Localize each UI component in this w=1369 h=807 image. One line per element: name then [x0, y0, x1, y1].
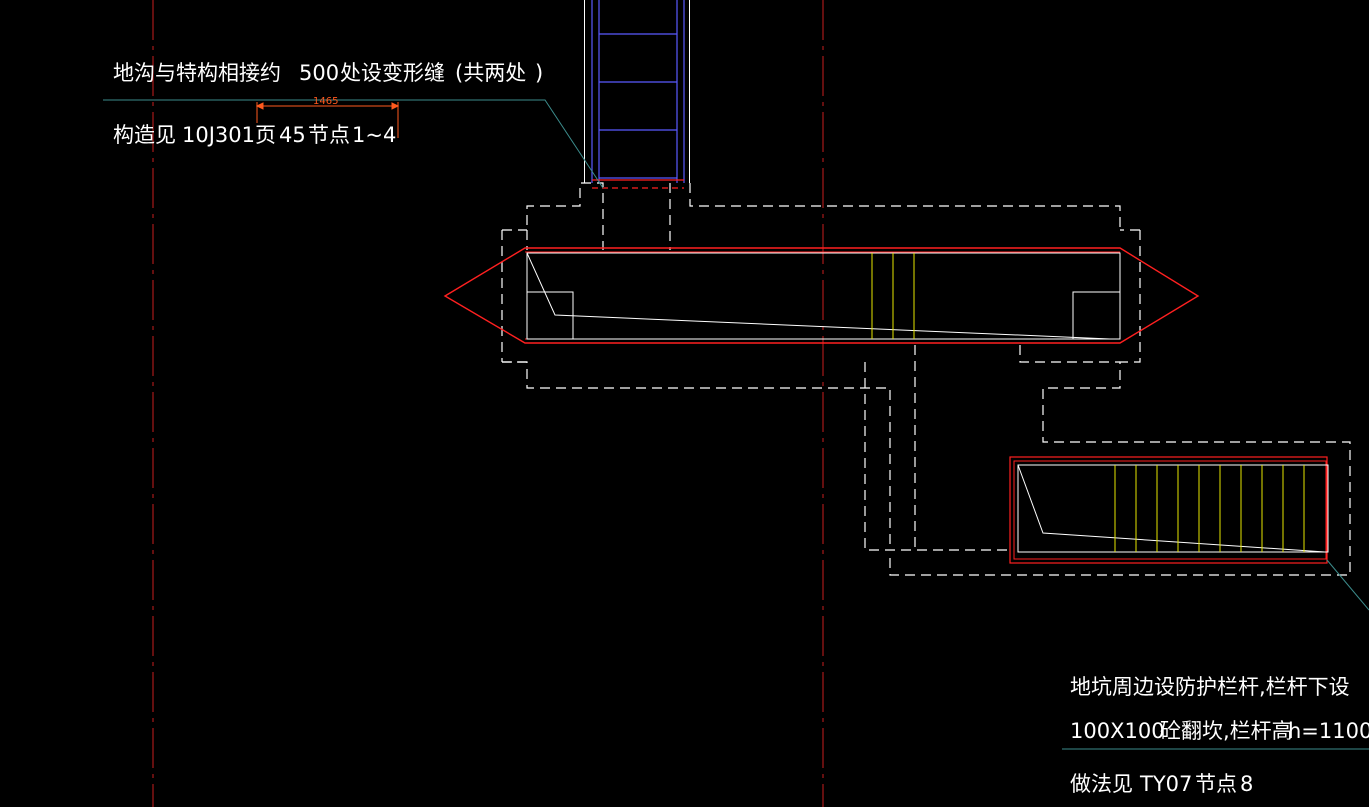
bottom-note-line3-part2: TY07 — [1139, 772, 1192, 796]
bottom-note-line3-part4: 8 — [1240, 772, 1253, 796]
leader-top — [103, 99, 604, 189]
bottom-note-line2-part2: 砼翻坎,栏杆高 — [1160, 719, 1293, 743]
bottom-note: 地坑周边设防护栏杆,栏杆下设 100X100 砼翻坎,栏杆高 h=1100 做法… — [1070, 675, 1369, 796]
leader-bottom-diagonal — [1326, 559, 1369, 611]
top-note-line1-part2: 500 — [299, 61, 339, 85]
bottom-note-line3-part1: 做法见 — [1070, 772, 1133, 796]
top-note-line1-part1: 地沟与特构相接约 — [113, 61, 281, 85]
bottom-note-line3-part3: 节点 — [1195, 772, 1237, 796]
top-note-line2-part4: 45 — [279, 123, 306, 147]
top-note-line1-part4: (共两处 — [455, 61, 526, 85]
ladder-outer-left — [584, 0, 585, 183]
top-note-line2-part6: 1~4 — [352, 123, 396, 147]
top-note-line1-part5: ) — [535, 61, 543, 85]
top-note-line2-part3: 页 — [255, 123, 276, 147]
dashed-outlines — [501, 182, 1351, 576]
bottom-note-line1: 地坑周边设防护栏杆,栏杆下设 — [1070, 675, 1350, 699]
bottom-note-line2-part1: 100X100 — [1070, 719, 1165, 743]
ladder-outer-right — [689, 0, 690, 183]
lower-channel — [1009, 456, 1329, 564]
dimension-label: 1465 — [313, 96, 338, 107]
dimension-1465: 1465 — [255, 96, 400, 138]
top-note-line1-part3: 处设变形缝 — [340, 61, 445, 85]
ladder-column — [584, 0, 690, 189]
leader-lines — [103, 99, 1369, 750]
top-note: 地沟与特构相接约 500 处设变形缝 (共两处 ) 构造见 10J301 页 4… — [113, 61, 543, 147]
main-channel — [443, 247, 1200, 344]
axis-lines — [152, 0, 824, 807]
bottom-note-line2-part3: h=1100 — [1288, 719, 1369, 743]
top-note-line2-part5: 节点 — [308, 123, 350, 147]
top-note-line2-part2: 10J301 — [182, 123, 255, 147]
top-note-line2-part1: 构造见 — [113, 123, 176, 147]
